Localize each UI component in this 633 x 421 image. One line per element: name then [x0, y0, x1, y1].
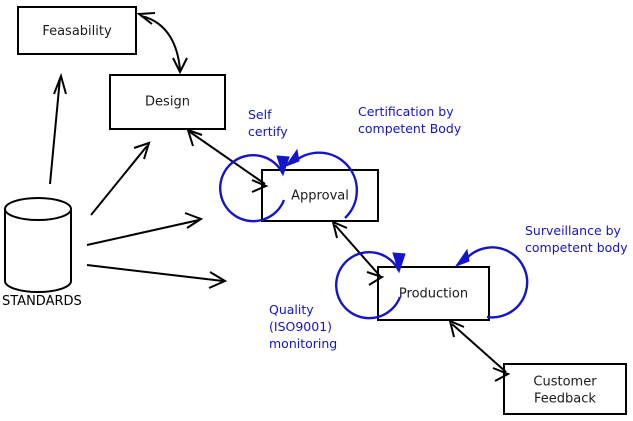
arrow-standards-design-head: [133, 141, 151, 160]
design-box[interactable]: [109, 74, 226, 130]
loop-certification-arc: [292, 151, 359, 219]
arrow-standards-production: [86, 264, 228, 289]
customer-feedback-box[interactable]: [503, 363, 627, 415]
node-standards-datastore[interactable]: STANDARDS: [2, 197, 82, 309]
loop-surveillance-arrowhead: [454, 248, 470, 268]
node-feasability[interactable]: Feasability: [17, 6, 137, 55]
approval-box[interactable]: [261, 169, 379, 222]
loop-quality-arrowhead: [392, 252, 406, 274]
arrow-approval-production-head-up: [331, 220, 348, 239]
loop-quality: [335, 250, 406, 320]
node-design[interactable]: Design: [109, 74, 226, 130]
loop-certification-arrowhead: [284, 148, 300, 168]
annotation-surveillance: Surveillance by competent body: [525, 223, 628, 255]
arrow-approval-production-line: [334, 224, 381, 277]
arrow-production-customer-head-up: [448, 319, 465, 338]
arrow-standards-approval-head: [184, 212, 204, 229]
arrow-standards-approval: [86, 212, 204, 246]
node-production[interactable]: Production: [377, 266, 490, 321]
customer-feedback-label-line2: Feedback: [534, 392, 596, 407]
arrow-design-approval-head-up: [186, 128, 203, 147]
arrow-standards-approval-line: [86, 219, 200, 246]
annotation-certification: Certification by competent Body: [358, 104, 462, 136]
arrow-standards-design: [90, 141, 151, 216]
annotation-certification-line1: Certification by: [358, 104, 454, 119]
feasability-box[interactable]: [17, 6, 137, 55]
feasability-label: Feasability: [42, 24, 112, 39]
arrow-feasability-design-head-down: [172, 57, 188, 75]
standards-cylinder-body[interactable]: [4, 209, 72, 293]
annotation-quality-line3: monitoring: [269, 336, 337, 351]
loop-surveillance: [454, 246, 529, 319]
production-box[interactable]: [377, 266, 490, 321]
annotation-self-certify-line2: certify: [248, 124, 288, 139]
arrow-approval-production-head-down: [366, 271, 385, 286]
arrow-production-customer-feedback: [448, 319, 511, 382]
arrow-design-approval: [186, 128, 269, 193]
node-customer-feedback[interactable]: Customer Feedback: [503, 363, 627, 415]
annotation-self-certify-line1: Self: [248, 107, 272, 122]
annotation-surveillance-line1: Surveillance by: [525, 223, 622, 238]
arrow-design-approval-line: [189, 131, 266, 185]
annotation-quality-line1: Quality: [269, 302, 314, 317]
production-label: Production: [399, 287, 468, 302]
loop-self-certify-arc: [219, 153, 286, 223]
annotation-certification-line2: competent Body: [358, 121, 462, 136]
arrow-standards-feasability-line: [49, 77, 61, 185]
annotation-self-certify: Self certify: [248, 107, 288, 139]
arrow-standards-production-head: [208, 271, 228, 289]
arrow-production-customer-head-down: [492, 367, 511, 382]
annotation-quality-line2: (ISO9001): [269, 319, 332, 334]
node-approval[interactable]: Approval: [261, 169, 379, 222]
loop-surveillance-arc: [462, 246, 529, 319]
annotation-surveillance-line2: competent body: [525, 240, 628, 255]
annotation-quality: Quality (ISO9001) monitoring: [269, 302, 337, 351]
approval-label: Approval: [291, 189, 349, 204]
arrow-feasability-design: [136, 12, 188, 75]
arrow-standards-design-line: [90, 145, 148, 216]
arrow-production-customer-line: [451, 323, 507, 373]
standards-label: STANDARDS: [2, 294, 82, 309]
arrow-feasability-design-line: [140, 15, 181, 71]
arrow-approval-production: [331, 220, 385, 286]
arrow-feasability-design-head-up: [136, 12, 156, 25]
arrow-standards-feasability-head: [53, 72, 67, 95]
arrow-standards-feasability: [49, 72, 67, 185]
standards-cylinder-top[interactable]: [4, 197, 72, 221]
arrow-design-approval-head-down: [251, 179, 269, 193]
loop-certification: [284, 148, 359, 219]
loop-quality-arc: [335, 250, 402, 320]
customer-feedback-label-line1: Customer: [533, 375, 597, 390]
design-label: Design: [145, 95, 190, 110]
arrow-standards-production-line: [86, 264, 224, 282]
